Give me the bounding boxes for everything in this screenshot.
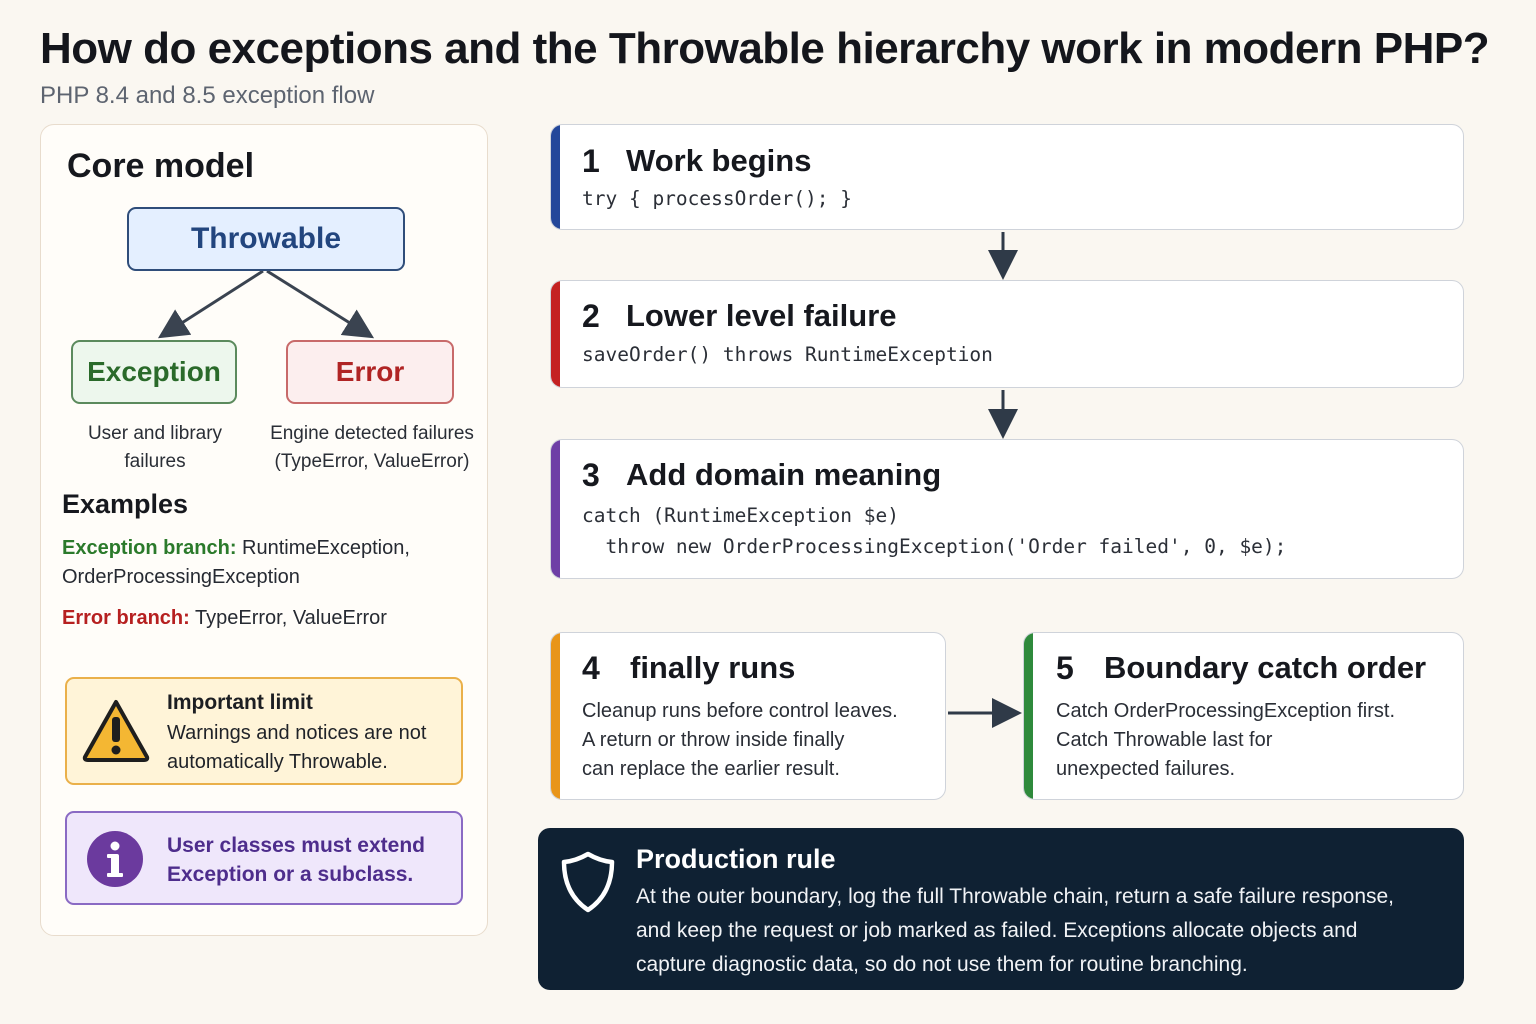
- step-accent-bar: [551, 440, 560, 578]
- warning-text: Warnings and notices are not automatical…: [167, 722, 427, 773]
- example-exception-branch: Exception branch: RuntimeException, Orde…: [62, 534, 462, 592]
- step-code: catch (RuntimeException $e): [582, 504, 899, 527]
- step-text-line: A return or throw inside finally: [582, 729, 845, 751]
- step-title: Add domain meaning: [626, 457, 942, 492]
- page-subtitle: PHP 8.4 and 8.5 exception flow: [40, 82, 375, 109]
- info-text: User classes must extend Exception or a …: [167, 834, 425, 886]
- step-title: Work begins: [626, 143, 812, 178]
- step-title: Boundary catch order: [1104, 650, 1427, 685]
- step-1-card: 1 Work begins try { processOrder(); }: [550, 124, 1464, 230]
- error-description: Engine detected failures (TypeError, Val…: [269, 420, 475, 476]
- step-number: 4: [582, 650, 600, 686]
- step-code: throw new OrderProcessingException('Orde…: [582, 535, 1287, 558]
- production-rule-line: and keep the request or job marked as fa…: [636, 919, 1358, 942]
- error-description-line1: Engine detected failures: [270, 423, 474, 444]
- step-number: 3: [582, 457, 600, 493]
- info-circle-icon: [87, 831, 143, 887]
- step-3-card: 3 Add domain meaning catch (RuntimeExcep…: [550, 439, 1464, 579]
- production-rule-panel: Production rule At the outer boundary, l…: [538, 828, 1464, 990]
- exception-node: Exception: [71, 340, 237, 404]
- step-number: 2: [582, 298, 600, 334]
- exception-description: User and library failures: [87, 423, 223, 472]
- step-title: finally runs: [630, 650, 796, 685]
- step-code: try { processOrder(); }: [582, 187, 853, 210]
- hierarchy-arrows: [157, 269, 375, 339]
- step-text-line: unexpected failures.: [1056, 758, 1236, 780]
- production-rule-line: At the outer boundary, log the full Thro…: [636, 885, 1395, 908]
- step-text-line: can replace the earlier result.: [582, 758, 840, 780]
- step-4-card: 4 finally runs Cleanup runs before contr…: [550, 632, 946, 800]
- step-accent-bar: [551, 281, 560, 387]
- example-text: TypeError, ValueError: [189, 607, 387, 629]
- example-label: Error branch:: [62, 607, 190, 629]
- production-rule-text: At the outer boundary, log the full Thro…: [636, 880, 1436, 982]
- warning-title: Important limit: [167, 691, 313, 714]
- error-node: Error: [286, 340, 454, 404]
- examples-title: Examples: [62, 489, 189, 519]
- step-text-line: Catch OrderProcessingException first.: [1056, 700, 1396, 722]
- step-text-line: Cleanup runs before control leaves.: [582, 700, 898, 722]
- arrow-to-error: [266, 269, 375, 339]
- step-text: Cleanup runs before control leaves. A re…: [582, 697, 898, 784]
- step-5-card: 5 Boundary catch order Catch OrderProces…: [1023, 632, 1464, 800]
- example-text: RuntimeException, OrderProcessingExcepti…: [62, 537, 410, 588]
- arrow-to-exception: [157, 269, 264, 339]
- error-description-line2: (TypeError, ValueError): [274, 451, 470, 472]
- step-2-card: 2 Lower level failure saveOrder() throws…: [550, 280, 1464, 388]
- step-text-line: Catch Throwable last for: [1056, 729, 1273, 751]
- throwable-node: Throwable: [127, 207, 405, 271]
- step-accent-bar: [551, 125, 560, 229]
- core-model-panel: Core model Throwable Exception Error Use…: [40, 124, 488, 936]
- warning-triangle-icon: [82, 700, 150, 762]
- production-rule-title: Production rule: [636, 844, 836, 874]
- step-number: 5: [1056, 650, 1074, 686]
- step-accent-bar: [1024, 633, 1033, 799]
- shield-icon: [561, 851, 615, 913]
- step-title: Lower level failure: [626, 298, 897, 333]
- important-limit-callout: Important limit Warnings and notices are…: [65, 677, 463, 785]
- production-rule-line: capture diagnostic data, so do not use t…: [636, 953, 1248, 976]
- info-callout: User classes must extend Exception or a …: [65, 811, 463, 905]
- example-error-branch: Error branch: TypeError, ValueError: [62, 604, 462, 633]
- core-model-title: Core model: [67, 147, 255, 185]
- step-accent-bar: [551, 633, 560, 799]
- step-number: 1: [582, 143, 600, 179]
- example-label: Exception branch:: [62, 537, 237, 559]
- step-text: Catch OrderProcessingException first. Ca…: [1056, 697, 1395, 784]
- step-code: saveOrder() throws RuntimeException: [582, 343, 993, 366]
- page-title: How do exceptions and the Throwable hier…: [40, 24, 1490, 73]
